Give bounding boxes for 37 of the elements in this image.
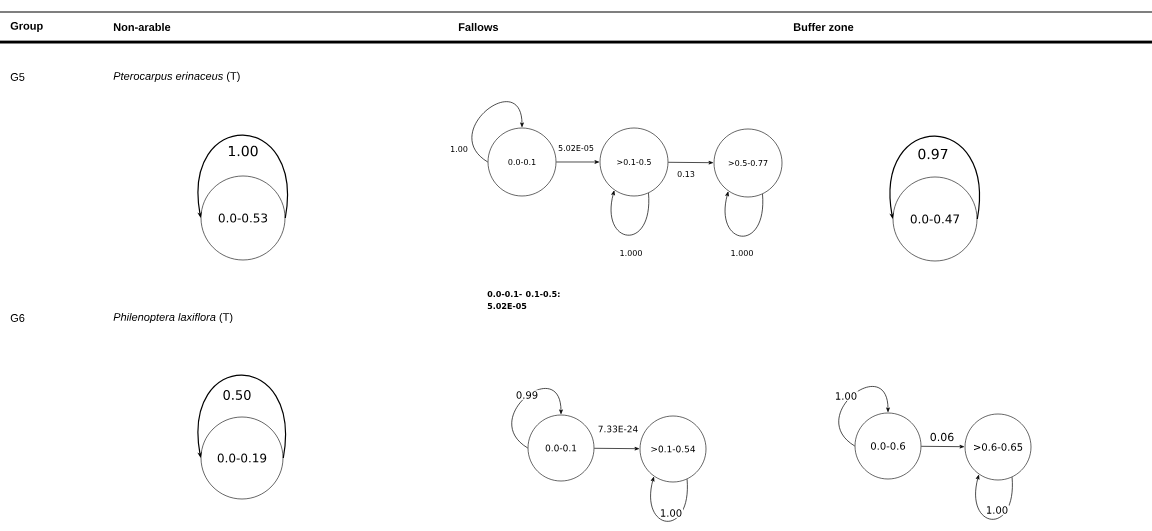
species-label: Philenoptera laxiflora (T) — [113, 312, 233, 324]
arrow — [511, 388, 563, 449]
edge-label: 1.00 — [833, 391, 859, 401]
edge-label: 0.50 — [221, 389, 253, 401]
column-header: Group — [10, 22, 43, 32]
arrow — [724, 191, 763, 237]
arrow — [197, 374, 287, 459]
column-header: Buffer zone — [793, 22, 854, 32]
note-text: 0.0-0.1- 0.1-0.5: 5.02E-05 — [487, 290, 560, 309]
edge-label: 1.00 — [984, 505, 1010, 515]
edge-label: 1.000 — [618, 248, 644, 257]
edge-label: 7.33E-24 — [596, 424, 640, 434]
arrow — [593, 446, 640, 451]
edge-label: 0.97 — [916, 147, 950, 161]
edge-label: 1.00 — [658, 508, 684, 518]
arrow — [610, 190, 649, 236]
edge-label: 5.02E-05 — [557, 143, 595, 152]
arrow — [889, 135, 981, 220]
edge-label: 1.00 — [449, 144, 469, 153]
edge-label: 0.13 — [676, 169, 696, 178]
edge-label: 0.06 — [928, 431, 956, 443]
group-label: G6 — [10, 314, 25, 322]
arrow — [667, 160, 714, 165]
species-label: Pterocarpus erinaceus (T) — [113, 71, 240, 83]
arrow — [555, 160, 600, 164]
edge-label: 1.00 — [226, 144, 260, 158]
column-header: Non-arable — [113, 22, 171, 32]
arrow — [920, 444, 965, 449]
arrow — [650, 476, 688, 522]
arrow — [197, 134, 289, 219]
arrow — [975, 474, 1013, 520]
group-label: G5 — [10, 73, 25, 81]
edge-label: 0.99 — [514, 390, 540, 400]
column-header: Fallows — [458, 22, 499, 32]
arrow — [471, 101, 524, 163]
arrow — [838, 386, 890, 447]
edge-label: 1.000 — [729, 248, 755, 257]
